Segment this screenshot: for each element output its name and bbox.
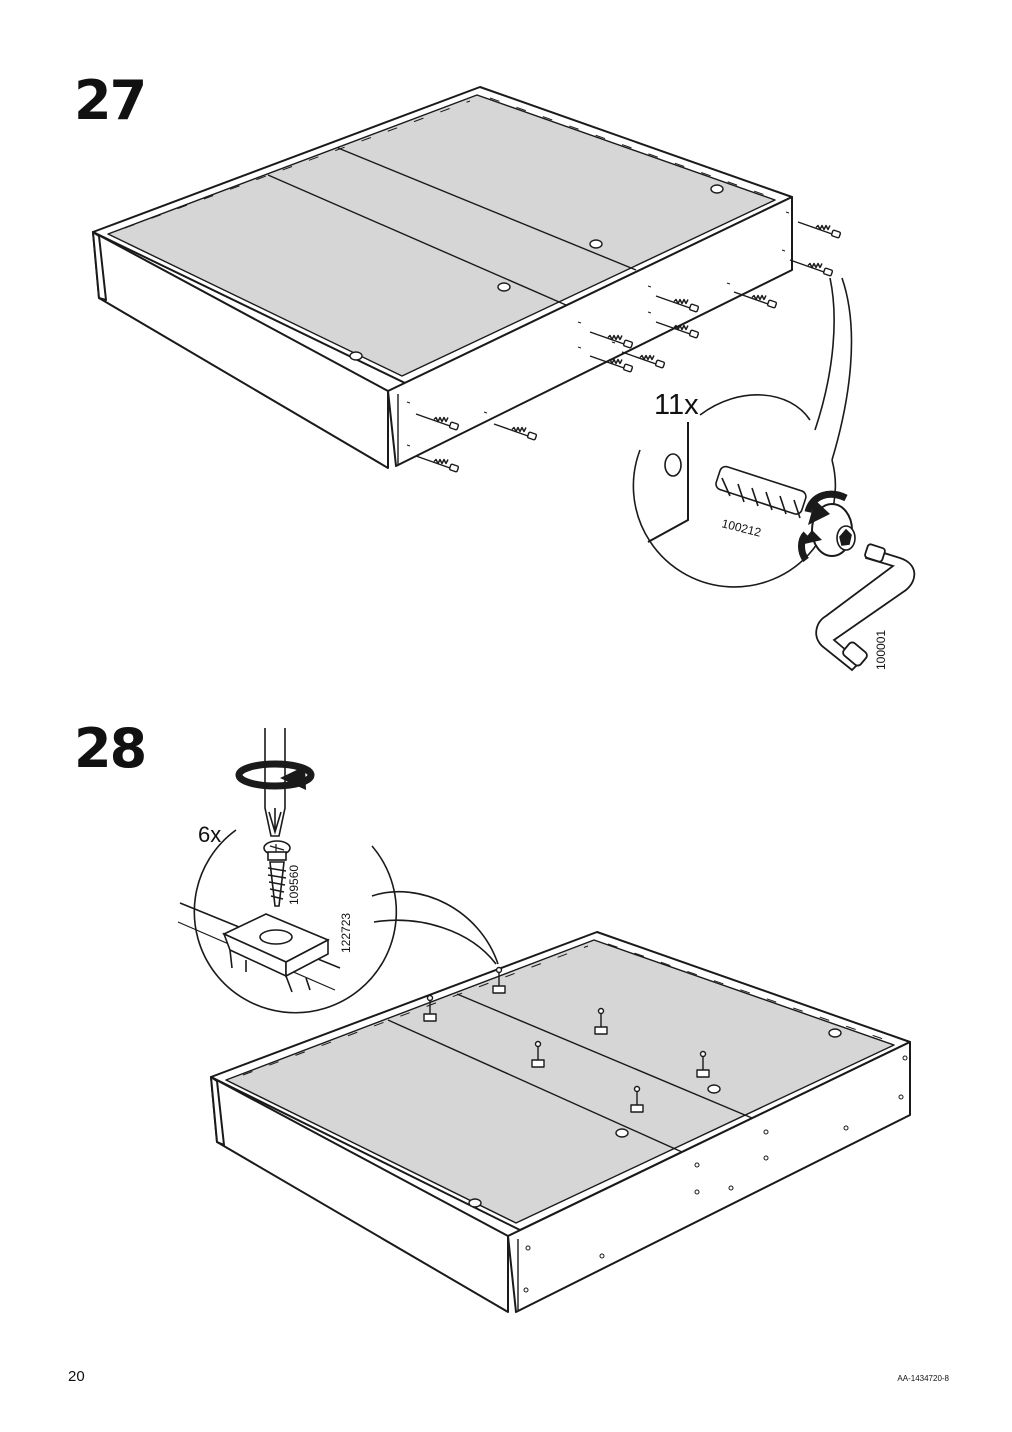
slatted-base-panel	[107, 94, 776, 377]
bracket-122723	[222, 913, 330, 993]
part-number-allen-key: 100001	[874, 630, 888, 670]
bolt-100212	[715, 465, 856, 557]
part-number-bracket: 122723	[339, 913, 353, 953]
step-27-number: 27	[74, 69, 147, 132]
slatted-base-panel	[225, 939, 895, 1224]
step-28-detail-callout	[177, 728, 499, 1014]
part-number-bolt: 100212	[720, 516, 763, 539]
allen-key-100001	[815, 543, 916, 672]
step-27-quantity: 11x	[654, 389, 699, 421]
part-number-screw: 109560	[287, 865, 301, 905]
step-27-illustration	[92, 86, 842, 474]
step-27-detail-callout	[632, 277, 916, 672]
screw-109560	[263, 840, 291, 907]
step-28-quantity: 6x	[198, 822, 221, 847]
document-code: AA-1434720-8	[897, 1374, 949, 1383]
screwdriver	[264, 728, 286, 837]
page-number: 20	[68, 1368, 85, 1385]
step-28-number: 28	[74, 717, 147, 780]
step-28-illustration	[210, 931, 911, 1313]
